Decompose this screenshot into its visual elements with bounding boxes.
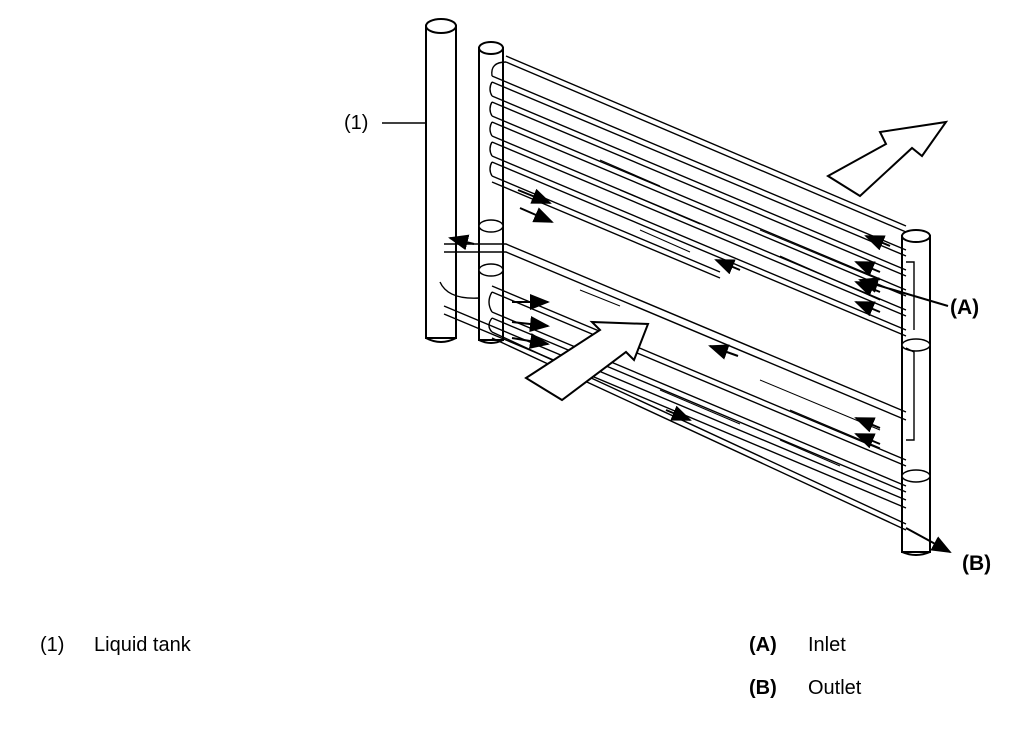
legend-inlet-text: Inlet	[808, 634, 846, 656]
legend-outlet-text: Outlet	[808, 677, 862, 699]
liquid-tank	[425, 18, 457, 343]
airflow-out-arrow	[826, 120, 949, 198]
right-header-tank	[901, 229, 931, 556]
refrigerant-flow-arrows	[448, 188, 891, 449]
upper-tube-bank	[489, 55, 915, 337]
legend-inlet-marker: (A)	[749, 634, 777, 656]
outlet-callout: (B)	[962, 552, 992, 575]
inlet-callout: (A)	[950, 296, 980, 319]
outlet-arrow	[905, 527, 952, 553]
fin-hatching	[579, 159, 881, 467]
legend-outlet-marker: (B)	[749, 677, 777, 699]
inlet-arrow	[858, 277, 949, 307]
tank-callout: (1)	[344, 112, 369, 134]
legend-tank-marker: (1)	[40, 634, 65, 656]
left-header-tank	[478, 41, 504, 344]
legend-tank-text: Liquid tank	[94, 634, 191, 656]
airflow-in-arrow	[524, 320, 650, 402]
